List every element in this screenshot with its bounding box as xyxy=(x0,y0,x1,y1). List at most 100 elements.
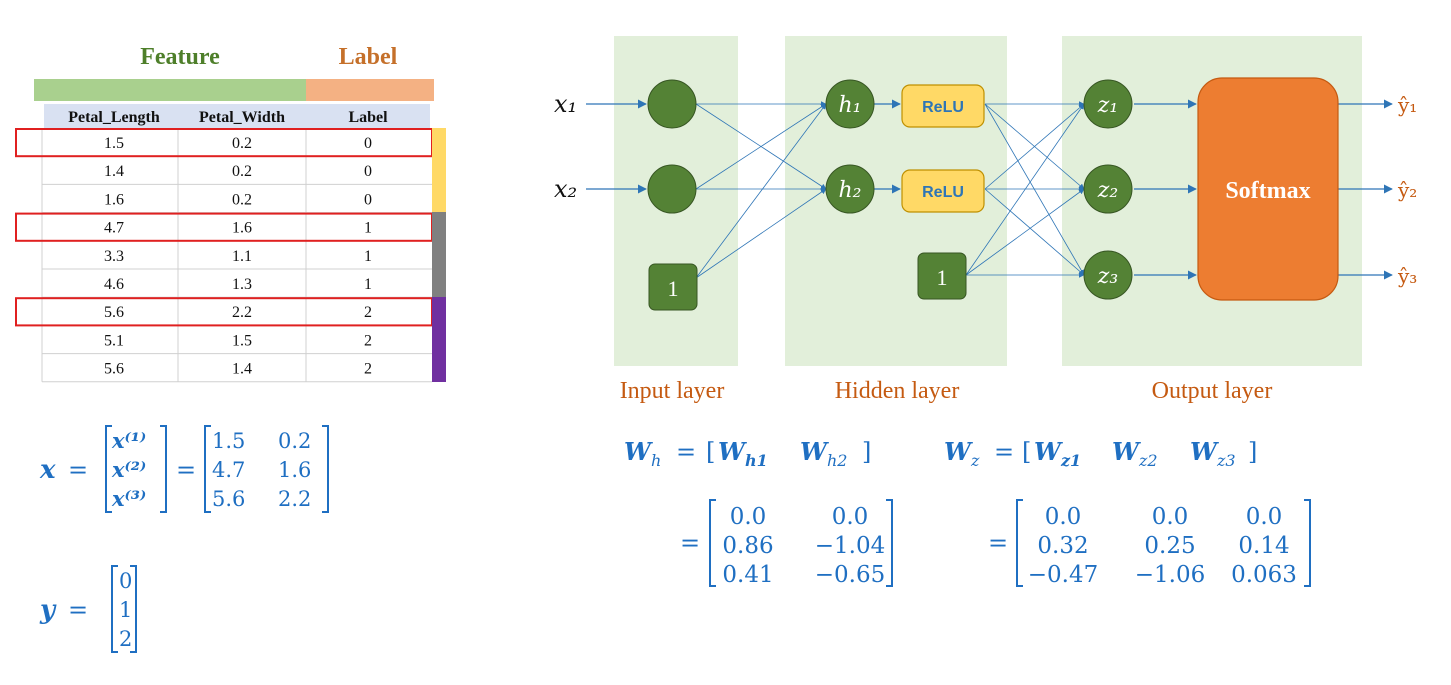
wz-close-bracket: ] xyxy=(1248,438,1257,466)
relu-label-1: ReLU xyxy=(922,99,964,116)
table-cell: 4.6 xyxy=(104,276,124,293)
wh-col-1-letter: W xyxy=(718,437,747,466)
table-cell: 1.1 xyxy=(232,248,252,265)
table-cell: 1.5 xyxy=(104,135,124,152)
wz-col-1-sub: z1 xyxy=(1060,451,1081,470)
feature-heading: Feature xyxy=(140,44,220,70)
x-value-r1c1: 1.5 xyxy=(212,429,245,453)
x-equals-2: = xyxy=(176,456,196,484)
wz-symbol: Wz xyxy=(944,437,980,470)
table-cell: 0.2 xyxy=(232,163,252,180)
table-cell: 2.2 xyxy=(232,304,252,321)
output-label-y3: ŷ₃ xyxy=(1397,264,1417,288)
table-cell: 1.5 xyxy=(232,332,252,349)
wz-matrix-equals: = xyxy=(988,529,1008,557)
wh-col-2: Wh2 xyxy=(800,437,847,470)
input-label-x1: x₁ xyxy=(554,90,577,118)
hidden-node-h2-label: h₂ xyxy=(839,178,862,203)
x-symbol: x xyxy=(39,455,56,485)
table-cell: 0.2 xyxy=(232,135,252,152)
feature-bar xyxy=(34,79,306,101)
wz-open-bracket: [ xyxy=(1022,438,1031,466)
x-row-1: x⁽¹⁾ xyxy=(111,428,146,453)
table-cell: 1.6 xyxy=(104,191,124,208)
table-cell: 0 xyxy=(364,163,372,180)
table-cell: 0 xyxy=(364,191,372,208)
table-cell: 1 xyxy=(364,276,372,293)
matrix-cell: 0.25 xyxy=(1144,533,1195,559)
x-equals-1: = xyxy=(68,456,88,484)
input-bias-label: 1 xyxy=(668,276,679,301)
edge-b1-h2 xyxy=(695,188,827,279)
output-node-z1 xyxy=(1083,79,1133,129)
y-value-2: 1 xyxy=(119,598,132,622)
x-value-r2c1: 4.7 xyxy=(212,458,245,482)
x-bracket-right xyxy=(160,425,167,513)
x-value-r3c2: 2.2 xyxy=(278,487,311,511)
hidden-node-h1 xyxy=(825,79,875,129)
table-cell: 0.2 xyxy=(232,191,252,208)
y-equals: = xyxy=(68,596,88,624)
x-bracket-left xyxy=(105,425,112,513)
table-cell: 5.1 xyxy=(104,332,124,349)
wz-matrix-bracket-left xyxy=(1016,499,1023,587)
hidden-bias-node xyxy=(917,252,967,300)
table-cell: 0 xyxy=(364,135,372,152)
x-row-2: x⁽²⁾ xyxy=(111,457,146,482)
hidden-node-h2 xyxy=(825,164,875,214)
wh-equals: = xyxy=(676,438,696,466)
matrix-cell: 0.86 xyxy=(722,533,773,559)
input-node-2 xyxy=(647,164,697,214)
table-cell: 2 xyxy=(364,304,372,321)
output-node-z1-label: z₁ xyxy=(1097,93,1118,118)
wz-symbol-sub: z xyxy=(970,451,980,470)
edge-b1-h1 xyxy=(695,103,827,279)
matrix-cell: 0.0 xyxy=(832,504,869,530)
table-cell: 1 xyxy=(364,248,372,265)
input-node-1 xyxy=(647,79,697,129)
input-layer-caption: Input layer xyxy=(620,378,725,404)
matrix-cell: −1.06 xyxy=(1135,562,1205,588)
hidden-layer-caption: Hidden layer xyxy=(835,378,960,404)
table-cell: 3.3 xyxy=(104,248,124,265)
y-value-1: 0 xyxy=(119,569,132,593)
hidden-node-h1-label: h₁ xyxy=(839,93,862,118)
matrix-cell: 0.0 xyxy=(730,504,767,530)
y-bracket-right xyxy=(130,565,137,653)
label-heading: Label xyxy=(339,44,398,70)
wh-symbol-sub: h xyxy=(651,451,661,470)
wz-col-3: Wz3 xyxy=(1190,437,1236,470)
class-2-strip xyxy=(432,297,446,382)
output-node-z2-label: z₂ xyxy=(1097,178,1118,203)
class-0-strip xyxy=(432,128,446,212)
output-node-z3-label: z₃ xyxy=(1097,264,1118,289)
table-cell: 2 xyxy=(364,332,372,349)
column-header-petal-length: Petal_Length xyxy=(68,109,160,126)
matrix-cell: 0.32 xyxy=(1037,533,1088,559)
wh-matrix-equals: = xyxy=(680,529,700,557)
hidden-bias-label: 1 xyxy=(937,265,948,290)
iris-table: Feature Label Petal_Length Petal_Width L… xyxy=(15,44,446,383)
wh-close-bracket: ] xyxy=(862,438,871,466)
matrix-cell: −1.04 xyxy=(815,533,885,559)
x-equation: x = x⁽¹⁾ x⁽²⁾ x⁽³⁾ = 1.5 0.2 4.7 1.6 5.6… xyxy=(39,425,329,513)
table-cell: 1.4 xyxy=(104,163,124,180)
table-cell: 5.6 xyxy=(104,304,124,321)
table-cell: 1.4 xyxy=(232,361,252,378)
network-diagram: x₁ x₂ 1 h₁ h₂ ReLU ReLU 1 z₁ z₂ z₃ Softm… xyxy=(554,36,1417,404)
wz-matrix-bracket-right xyxy=(1304,499,1311,587)
wh-col-2-letter: W xyxy=(800,437,829,466)
table-header-background xyxy=(44,104,430,128)
column-header-label: Label xyxy=(348,109,388,126)
wz-col-2: Wz2 xyxy=(1112,437,1158,470)
x-values-bracket-right xyxy=(322,425,329,513)
matrix-cell: 0.41 xyxy=(722,562,773,588)
wh-col-1: Wh1 xyxy=(718,437,768,470)
matrix-cell: 0.0 xyxy=(1152,504,1189,530)
y-symbol: y xyxy=(39,595,57,625)
wz-col-1-letter: W xyxy=(1034,437,1063,466)
